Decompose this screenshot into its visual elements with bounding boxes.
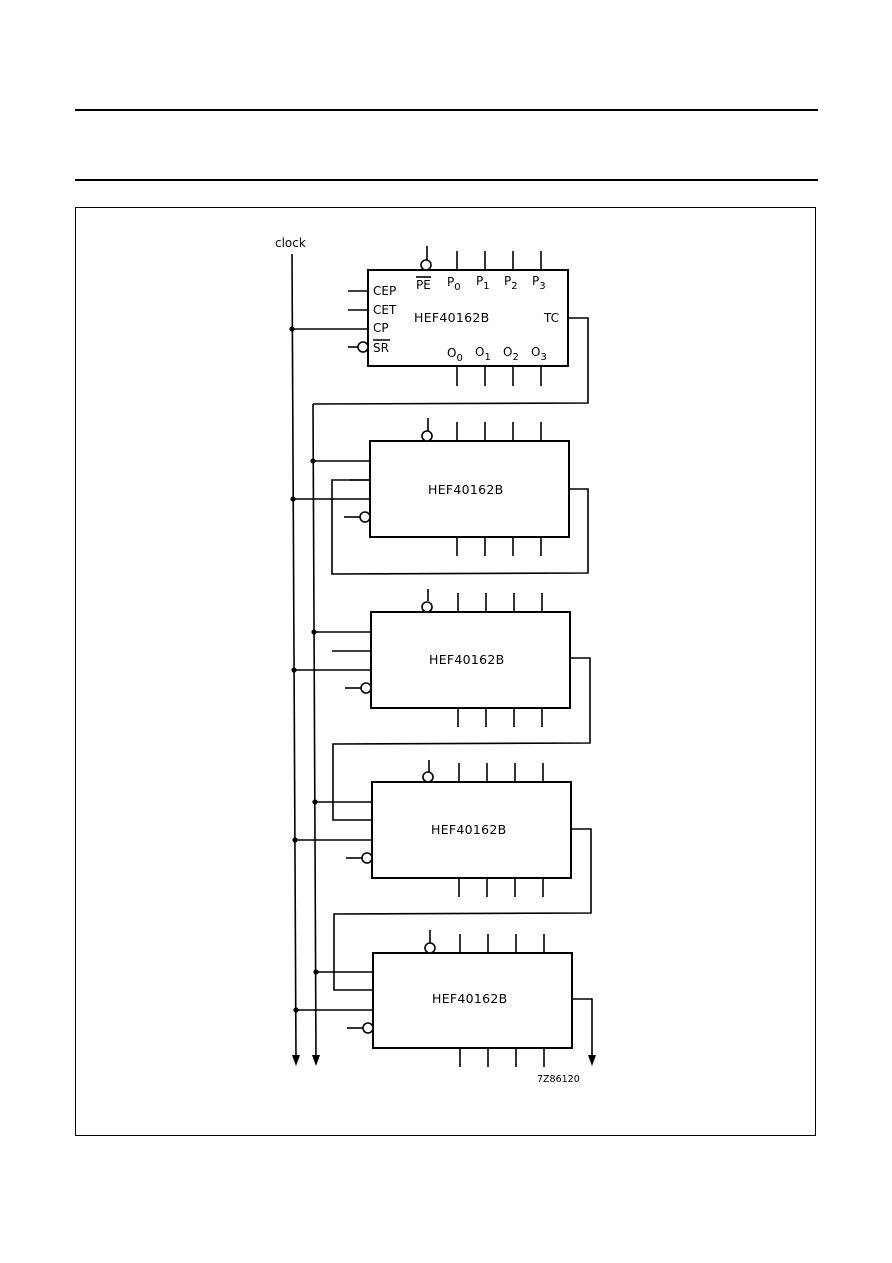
svg-text:P1: P1 bbox=[476, 274, 490, 292]
chip-5-sr-bubble-icon bbox=[362, 1022, 374, 1034]
tc-1-wire bbox=[312, 317, 589, 405]
svg-text:P3: P3 bbox=[532, 274, 546, 292]
pin-label-cep: CEP bbox=[373, 284, 396, 298]
pin-label-cet: CET bbox=[373, 303, 397, 317]
pin-label-o1: O bbox=[475, 345, 484, 359]
sr-inverter-bubble-icon bbox=[357, 341, 369, 353]
pin-label-sr: SR bbox=[373, 341, 389, 355]
enable-bus-arrow-icon bbox=[312, 1055, 320, 1066]
chip-2-pe-bubble-icon bbox=[421, 430, 433, 442]
pin-label-p2: P bbox=[504, 274, 511, 288]
pin-label-o2-sub: 2 bbox=[512, 352, 518, 363]
counter-chip-5: HEF40162B bbox=[293, 930, 573, 1067]
enable-bus-line bbox=[312, 403, 317, 1059]
pin-label-p0-sub: 0 bbox=[454, 282, 460, 293]
pin-label-p1-sub: 1 bbox=[483, 281, 489, 292]
chip-3-pe-bubble-icon bbox=[421, 601, 433, 613]
counter-chip-3: HEF40162B bbox=[291, 589, 571, 727]
chip-4-pe-bubble-icon bbox=[422, 771, 434, 783]
pin-label-o0: O bbox=[447, 346, 456, 360]
pin-label-p1: P bbox=[476, 274, 483, 288]
pin-label-o3: O bbox=[531, 345, 540, 359]
pin-label-tc: TC bbox=[543, 311, 559, 325]
counter-chip-2: HEF40162B bbox=[290, 418, 570, 556]
pin-label-o1-sub: 1 bbox=[484, 352, 490, 363]
chip-5-pe-bubble-icon bbox=[424, 942, 436, 954]
clock-label: clock bbox=[275, 236, 306, 250]
counter-chip-4: HEF40162B bbox=[292, 760, 572, 897]
header-rule-top bbox=[75, 109, 818, 111]
pin-label-o3-sub: 3 bbox=[540, 352, 546, 363]
tc-4-wire bbox=[333, 828, 592, 991]
chip-2-name: HEF40162B bbox=[428, 482, 504, 497]
pin-label-p0: P bbox=[447, 275, 454, 289]
pe-inverter-bubble-icon bbox=[420, 259, 432, 271]
chip-2-sr-bubble-icon bbox=[359, 511, 371, 523]
figure-code: 7Z86120 bbox=[537, 1074, 580, 1085]
pin-label-o0-sub: 0 bbox=[456, 353, 462, 364]
pin-label-p3-sub: 3 bbox=[539, 281, 545, 292]
svg-text:O0: O0 bbox=[447, 346, 463, 364]
pin-label-p3: P bbox=[532, 274, 539, 288]
svg-text:P2: P2 bbox=[504, 274, 518, 292]
chip-1-name: HEF40162B bbox=[414, 310, 490, 325]
svg-text:P0: P0 bbox=[447, 275, 461, 293]
pin-label-p2-sub: 2 bbox=[511, 281, 517, 292]
pin-label-cp: CP bbox=[373, 321, 389, 335]
clock-bus-arrow-icon bbox=[292, 1055, 300, 1066]
pin-label-pe: PE bbox=[416, 278, 431, 292]
tc-3-wire bbox=[332, 657, 591, 821]
tc-output-arrow-icon bbox=[588, 1055, 596, 1066]
tc-5-wire bbox=[572, 998, 593, 1058]
figure-frame bbox=[75, 207, 816, 1136]
clock-bus-line bbox=[291, 253, 297, 1059]
svg-text:O2: O2 bbox=[503, 345, 519, 363]
pin-label-o2: O bbox=[503, 345, 512, 359]
svg-text:O1: O1 bbox=[475, 345, 491, 363]
chip-3-sr-bubble-icon bbox=[360, 682, 372, 694]
chip-4-name: HEF40162B bbox=[431, 822, 507, 837]
chip-3-name: HEF40162B bbox=[429, 652, 505, 667]
header-rule-bottom bbox=[75, 179, 818, 181]
svg-text:O3: O3 bbox=[531, 345, 547, 363]
tc-2-wire bbox=[331, 479, 589, 575]
chip-5-name: HEF40162B bbox=[432, 991, 508, 1006]
counter-chip-1: PE P0 P1 P2 P3 CEP CET CP SR TC HEF40162… bbox=[289, 246, 569, 386]
chip-4-sr-bubble-icon bbox=[361, 852, 373, 864]
